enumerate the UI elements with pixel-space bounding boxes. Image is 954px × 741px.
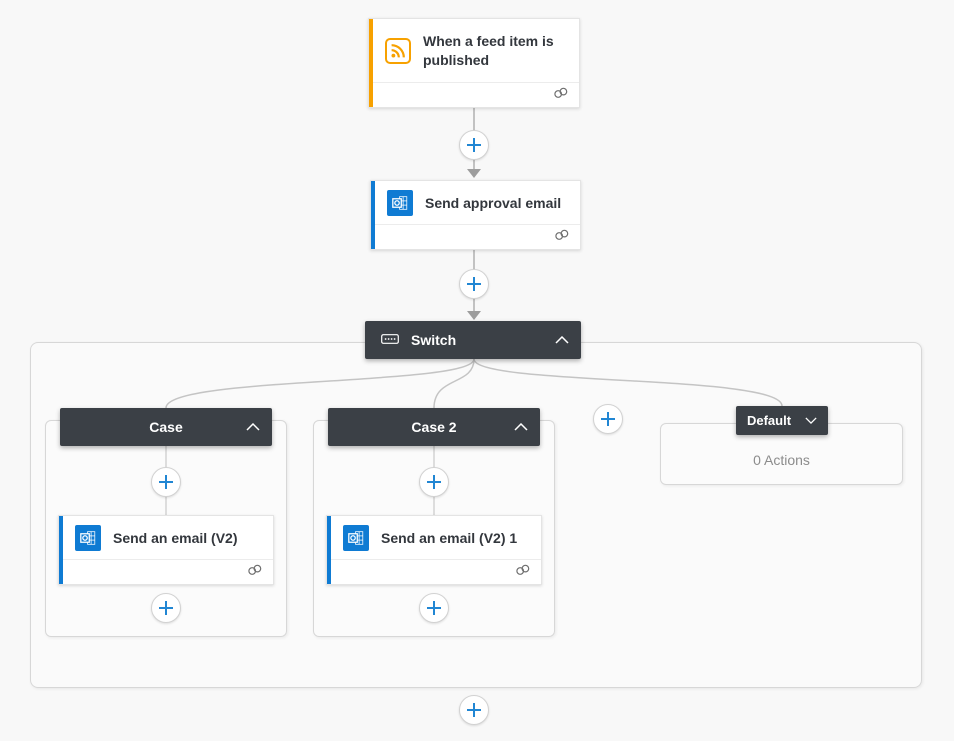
trigger-card[interactable]: When a feed item is published [368,18,580,108]
switch-label: Switch [411,332,457,348]
action-card-send-an-email-v2-1[interactable]: Send an email (V2) 1 [326,515,542,585]
action-accent-bar [59,516,63,584]
plus-icon [159,475,173,489]
action-card-send-an-email-v2[interactable]: Send an email (V2) [58,515,274,585]
insert-step-button[interactable] [151,467,181,497]
trigger-title: When a feed item is published [423,33,554,68]
case-label: Case [149,419,183,435]
card-footer [373,82,579,107]
plus-icon [427,475,441,489]
chevron-up-icon[interactable] [246,423,260,431]
case-header[interactable]: Case [60,408,272,446]
plus-icon [159,601,173,615]
default-header[interactable]: Default [736,406,828,435]
action-title: Send an email (V2) 1 [381,529,518,546]
plus-icon [467,703,481,717]
default-label: Default [746,413,792,428]
plus-icon [467,277,481,291]
outlook-icon [343,525,369,551]
plus-icon [601,412,615,426]
action-title: Send approval email [425,194,562,211]
action-accent-bar [327,516,331,584]
insert-step-button[interactable] [419,593,449,623]
rss-icon [385,38,411,64]
case-label: Case 2 [411,419,457,435]
plus-icon [427,601,441,615]
outlook-icon [75,525,101,551]
plus-icon [467,138,481,152]
default-empty-text: 0 Actions [753,452,810,468]
connection-link-icon[interactable] [554,228,570,246]
insert-step-button[interactable] [459,130,489,160]
insert-step-button[interactable] [419,467,449,497]
insert-step-button[interactable] [151,593,181,623]
chevron-down-icon[interactable] [805,417,817,424]
connection-link-icon[interactable] [247,563,263,581]
switch-icon [381,331,399,349]
outlook-icon [387,190,413,216]
case-header[interactable]: Case 2 [328,408,540,446]
card-footer [375,224,580,249]
add-case-button[interactable] [593,404,623,434]
action-card-send-approval-email[interactable]: Send approval email [370,180,581,250]
chevron-up-icon[interactable] [514,423,528,431]
chevron-up-icon[interactable] [555,336,569,344]
action-title: Send an email (V2) [113,529,238,546]
card-footer [331,559,541,584]
connection-link-icon[interactable] [553,86,569,104]
connection-link-icon[interactable] [515,563,531,581]
trigger-accent-bar [369,19,373,107]
action-accent-bar [371,181,375,249]
card-footer [63,559,273,584]
switch-header[interactable]: Switch [365,321,581,359]
insert-step-button[interactable] [459,269,489,299]
new-step-button[interactable] [459,695,489,725]
